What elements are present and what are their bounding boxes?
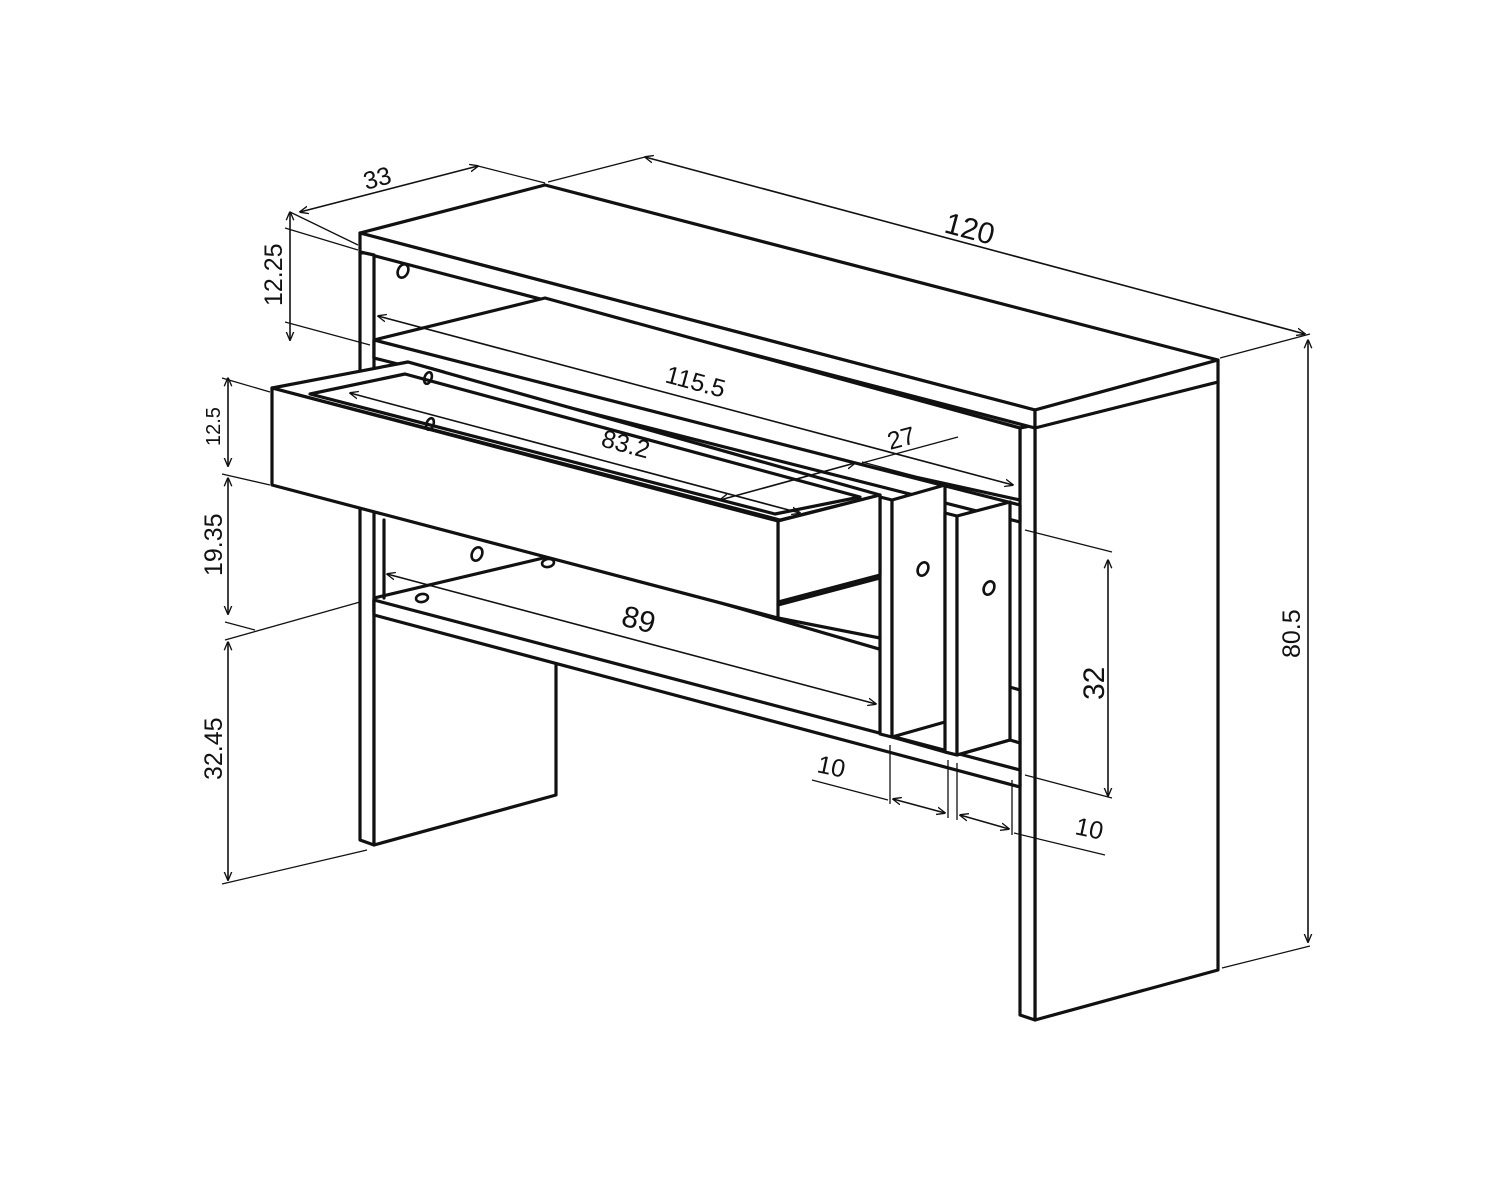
width-dimension — [645, 157, 1305, 334]
cam-hole-icon — [916, 561, 930, 577]
right-panel-face — [1033, 380, 1220, 1022]
compartment-floor-line — [890, 735, 1022, 757]
compartment-height-label: 32 — [1078, 667, 1111, 700]
cam-hole-icon — [982, 580, 996, 596]
total-height-label: 80.5 — [1278, 609, 1306, 658]
console-table — [270, 183, 1220, 1022]
compartment-divider-left-face — [890, 483, 947, 739]
cam-hole-icon — [470, 546, 484, 562]
left-panel-edge — [358, 250, 376, 847]
cam-hole-icon — [396, 263, 410, 279]
depth-dimension — [300, 166, 478, 212]
compartment-divider-right-face — [955, 500, 1012, 757]
width-label: 120 — [941, 207, 998, 252]
middle-gap-label: 19.35 — [200, 513, 228, 576]
depth-label: 33 — [360, 162, 394, 196]
compartment-b-label: 10 — [1073, 812, 1106, 845]
compartment-divider-right — [943, 511, 959, 757]
cam-hole-icon — [540, 557, 556, 569]
compartment-b-dimension — [960, 815, 1009, 829]
top-gap-label: 12.25 — [260, 243, 288, 306]
shelf-width-dimension — [387, 574, 876, 704]
right-panel-edge — [1018, 423, 1037, 1022]
compartment-a-dimension — [893, 799, 945, 813]
drawer-height-label: 12.5 — [203, 407, 225, 446]
leg-height-label: 32.45 — [200, 717, 228, 780]
dimension-lines — [221, 157, 1310, 969]
compartment-divider-left — [878, 495, 894, 739]
drawer-depth-dimension — [720, 463, 855, 500]
top-right-edge — [1033, 358, 1220, 430]
dimension-labels: 33 120 12.25 115.5 83.2 27 12.5 19.35 89… — [200, 162, 1306, 846]
compartment-a-label: 10 — [815, 750, 848, 783]
